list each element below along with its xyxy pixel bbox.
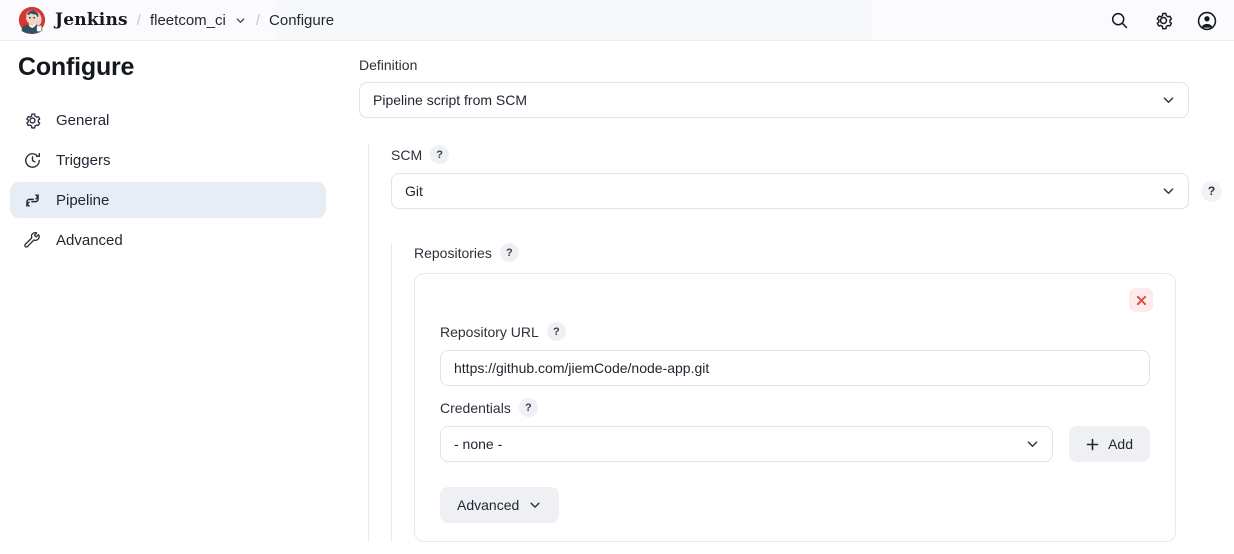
wrench-icon — [22, 230, 42, 250]
credentials-row: - none - Add — [440, 426, 1150, 462]
jenkins-butler-logo[interactable] — [18, 6, 46, 34]
sidebar-item-label: Triggers — [56, 151, 111, 169]
chevron-down-icon — [1025, 437, 1040, 452]
help-icon[interactable]: ? — [499, 243, 519, 262]
main-content: Definition Pipeline script from SCM SCM … — [336, 41, 1234, 554]
sidebar-item-general[interactable]: General — [10, 102, 326, 138]
breadcrumb: / fleetcom_ci / Configure — [128, 12, 334, 29]
header-highlight-band — [276, 0, 872, 40]
chevron-down-icon — [1161, 93, 1176, 108]
scm-group: SCM ? Git ? Repositories ? — [368, 145, 1228, 542]
credentials-select[interactable]: - none - — [440, 426, 1054, 462]
repositories-group: Repositories ? Repository URL ? — [391, 243, 1177, 542]
repository-card: Repository URL ? Credentials ? - none - — [414, 273, 1176, 542]
repository-url-field: Repository URL ? — [430, 322, 1160, 386]
breadcrumb-chevron-down-icon[interactable] — [234, 14, 247, 27]
plus-icon — [1086, 438, 1099, 451]
sidebar-item-triggers[interactable]: Triggers — [10, 142, 326, 178]
add-credentials-label: Add — [1108, 436, 1133, 452]
repository-url-label-text: Repository URL — [440, 323, 539, 340]
scm-help-button[interactable]: ? — [1201, 180, 1222, 202]
definition-select[interactable]: Pipeline script from SCM — [359, 82, 1189, 118]
advanced-wrap: Advanced — [430, 487, 1160, 523]
help-icon[interactable]: ? — [546, 322, 566, 341]
breadcrumb-job-link[interactable]: fleetcom_ci — [149, 11, 226, 29]
sidebar-item-pipeline[interactable]: Pipeline — [10, 182, 326, 218]
repository-url-input[interactable] — [440, 350, 1150, 386]
advanced-toggle-label: Advanced — [457, 497, 520, 513]
scm-select-value: Git — [405, 183, 423, 199]
top-header: Jenkins / fleetcom_ci / Configure — [0, 0, 1234, 41]
credentials-select-value: - none - — [454, 436, 503, 452]
brand-name[interactable]: Jenkins — [55, 10, 128, 30]
gear-icon — [22, 110, 42, 130]
breadcrumb-current-page: Configure — [269, 11, 335, 29]
advanced-toggle-button[interactable]: Advanced — [440, 487, 560, 523]
search-icon[interactable] — [1106, 8, 1132, 34]
pipeline-icon — [22, 190, 42, 210]
sidebar-item-advanced[interactable]: Advanced — [10, 222, 326, 258]
sidebar-item-label: General — [56, 111, 110, 129]
definition-label-text: Definition — [359, 57, 418, 73]
repositories-label: Repositories ? — [414, 243, 1177, 262]
page-title: Configure — [18, 53, 135, 81]
repository-url-label: Repository URL ? — [440, 322, 1150, 341]
sidebar-nav: General Triggers Pipeline — [0, 102, 336, 258]
chevron-down-icon — [1161, 184, 1176, 199]
help-icon[interactable]: ? — [518, 398, 538, 417]
add-credentials-button[interactable]: Add — [1069, 426, 1150, 462]
chevron-down-icon — [528, 498, 542, 512]
definition-label: Definition — [359, 57, 1189, 73]
definition-select-value: Pipeline script from SCM — [373, 92, 528, 108]
credentials-label: Credentials ? — [440, 398, 1150, 417]
definition-block: Definition Pipeline script from SCM — [359, 57, 1189, 118]
breadcrumb-separator-2: / — [255, 11, 261, 29]
repository-card-header — [430, 288, 1160, 312]
scm-label: SCM ? — [391, 145, 1228, 164]
sidebar-item-label: Pipeline — [56, 191, 110, 209]
credentials-field: Credentials ? - none - — [430, 398, 1160, 462]
credentials-label-text: Credentials — [440, 399, 511, 416]
scm-row: Git ? — [391, 173, 1228, 209]
brand-area: Jenkins — [0, 6, 128, 34]
repositories-label-text: Repositories — [414, 244, 492, 261]
user-account-icon[interactable] — [1194, 8, 1220, 34]
delete-repository-button[interactable] — [1129, 288, 1153, 312]
breadcrumb-separator-1: / — [136, 11, 141, 29]
scm-select[interactable]: Git — [391, 173, 1189, 209]
sidebar: Configure General Triggers — [0, 41, 336, 554]
sidebar-item-label: Advanced — [56, 231, 123, 249]
scm-label-text: SCM — [391, 146, 423, 163]
help-icon[interactable]: ? — [430, 145, 450, 164]
header-actions — [1106, 0, 1220, 41]
clock-icon — [22, 150, 42, 170]
gear-icon[interactable] — [1150, 8, 1176, 34]
